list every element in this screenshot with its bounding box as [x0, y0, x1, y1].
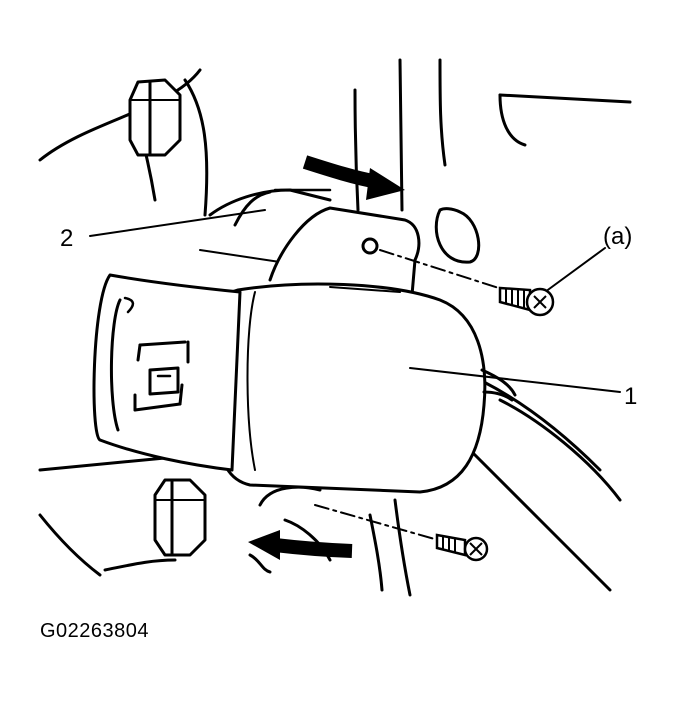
- callout-bracket-label: 2: [60, 225, 73, 252]
- screw-icon: [498, 286, 555, 317]
- screw-icon: [435, 533, 489, 562]
- callout-sensor-label: 1: [624, 383, 637, 410]
- sensor-body: [218, 282, 487, 494]
- figure-id: G02263804: [40, 620, 150, 642]
- upper-bolt: [128, 78, 182, 157]
- sensor-connector: [92, 273, 242, 472]
- callout-screw-label: (a): [603, 223, 632, 250]
- lower-bolt: [153, 478, 207, 557]
- leader-lines: [89, 209, 621, 393]
- bracket: [268, 206, 421, 297]
- curved-arrow-right-icon: [302, 155, 405, 200]
- curved-arrow-left-icon: [248, 530, 353, 560]
- alignment-lines: [314, 249, 506, 541]
- throttle-body-outline: [38, 58, 632, 597]
- sensor-cable: [480, 368, 517, 402]
